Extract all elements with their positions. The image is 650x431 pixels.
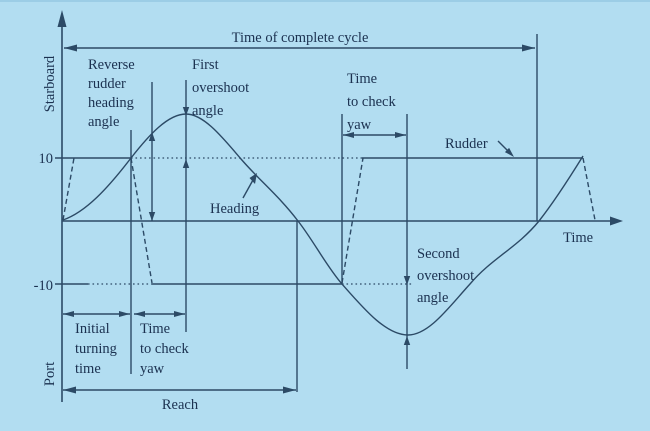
reach-label: Reach	[162, 397, 199, 413]
second-overshoot-measure-arrow	[403, 276, 411, 345]
svg-text:Time: Time	[347, 71, 377, 87]
svg-text:Initial: Initial	[75, 321, 110, 337]
yaw-check-upper-dimension-arrow	[343, 132, 406, 138]
heading-pointer-arrow	[242, 173, 257, 199]
cycle-label: Time of complete cycle	[232, 30, 369, 46]
x-axis-arrowhead-icon	[610, 216, 623, 226]
svg-text:Reverse: Reverse	[88, 57, 135, 73]
svg-text:to check: to check	[140, 341, 189, 357]
y-tick-plus10: 10	[39, 151, 54, 167]
heading-curve	[62, 113, 584, 336]
cycle-dimension-arrow	[64, 44, 535, 52]
second-overshoot-label: Second overshoot angle	[417, 246, 474, 306]
initial-turning-dimension-arrow	[63, 311, 130, 317]
svg-text:angle: angle	[417, 290, 448, 306]
first-overshoot-measure-arrow	[182, 107, 190, 168]
reverse-rudder-measure-arrow	[148, 82, 156, 221]
svg-text:angle: angle	[192, 103, 223, 119]
rudder-pointer-arrow	[497, 140, 514, 157]
svg-text:rudder: rudder	[88, 76, 126, 92]
heading-label: Heading	[210, 201, 259, 217]
first-overshoot-label: First overshoot angle	[192, 57, 249, 119]
reverse-rudder-label: Reverse rudder heading angle	[88, 57, 135, 130]
yaw-check-lower-dimension-arrow	[134, 311, 185, 317]
reach-dimension-arrow	[63, 386, 296, 394]
initial-turning-time-label: Initial turning time	[75, 321, 117, 377]
y-axis	[57, 10, 67, 402]
svg-text:yaw: yaw	[347, 117, 372, 133]
y-tick-minus10: -10	[34, 278, 53, 294]
time-to-check-yaw-top-label: Time to check yaw	[347, 71, 396, 133]
svg-text:angle: angle	[88, 114, 119, 130]
x-axis-time-label: Time	[563, 230, 593, 246]
rudder-label: Rudder	[445, 136, 488, 152]
rudder-line	[62, 157, 596, 284]
svg-text:First: First	[192, 57, 219, 73]
y-axis-starboard-label: Starboard	[42, 55, 58, 112]
svg-text:heading: heading	[88, 95, 134, 111]
time-to-check-yaw-bottom-label: Time to check yaw	[140, 321, 189, 377]
y-axis-port-label: Port	[42, 362, 58, 386]
svg-text:overshoot: overshoot	[192, 80, 249, 96]
svg-text:to check: to check	[347, 94, 396, 110]
svg-text:yaw: yaw	[140, 361, 165, 377]
svg-text:time: time	[75, 361, 101, 377]
svg-text:turning: turning	[75, 341, 117, 357]
y-axis-arrowhead-icon	[57, 10, 67, 27]
x-axis	[62, 216, 623, 226]
svg-text:Second: Second	[417, 246, 460, 262]
svg-text:Time: Time	[140, 321, 170, 337]
svg-text:overshoot: overshoot	[417, 268, 474, 284]
